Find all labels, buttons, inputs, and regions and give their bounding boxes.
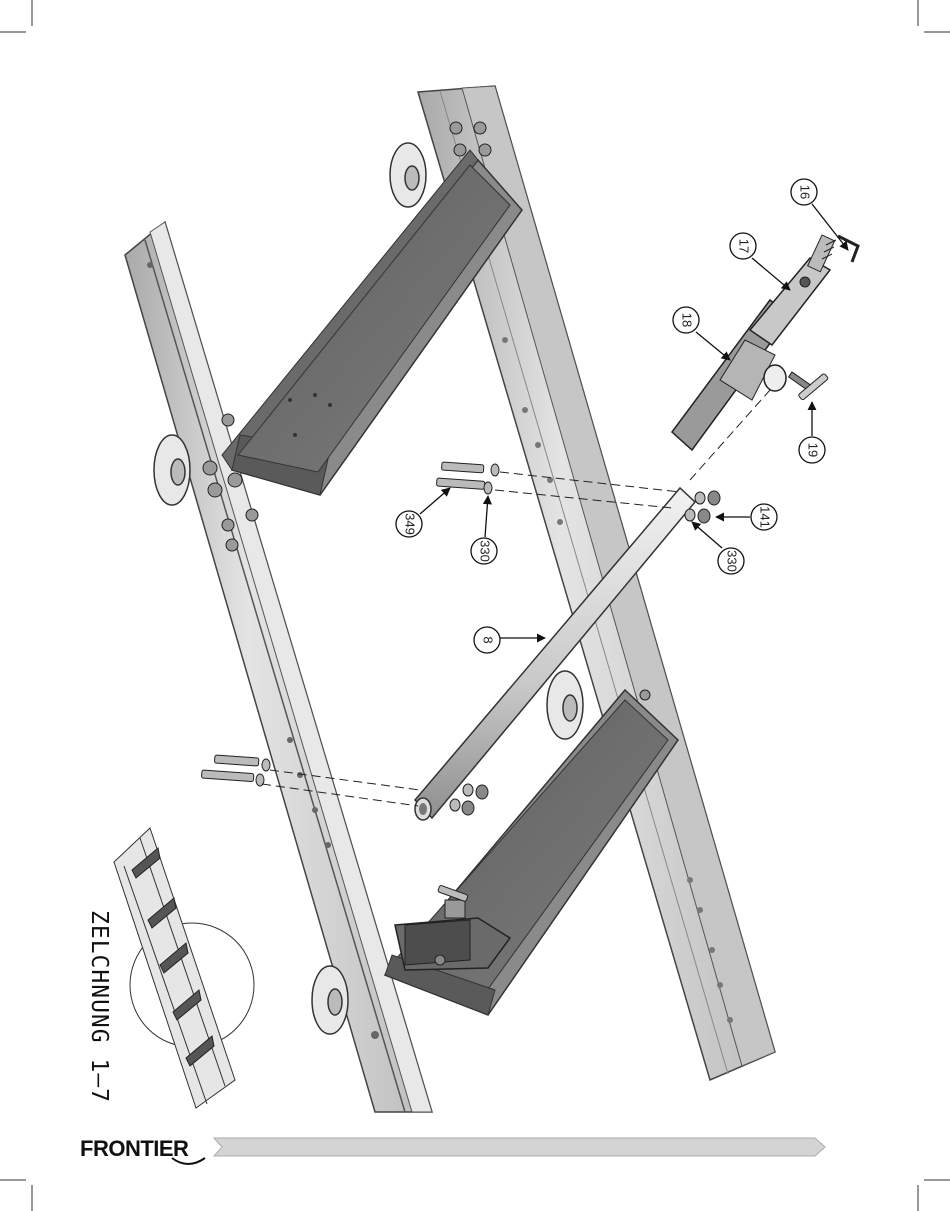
callout-17: 17 (730, 233, 790, 290)
callout-label-17: 17 (737, 239, 752, 253)
callout-330-left: 330 (471, 496, 497, 564)
overview-thumbnail (114, 828, 254, 1108)
callout-label-349: 349 (403, 513, 418, 535)
callout-8: 8 (474, 627, 545, 653)
callout-330-right: 330 (692, 522, 744, 574)
callout-label-8: 8 (481, 636, 496, 643)
clamp-assembly-upper (672, 235, 858, 450)
callout-label-18: 18 (680, 313, 695, 327)
callout-141: 141 (716, 504, 777, 530)
upper-step (222, 150, 522, 495)
callout-349: 349 (396, 488, 450, 537)
callout-label-330-left: 330 (478, 540, 493, 562)
callout-label-16: 16 (798, 185, 813, 199)
callout-label-19: 19 (806, 443, 821, 457)
callout-label-141: 141 (758, 506, 773, 528)
callout-label-330-right: 330 (725, 550, 740, 572)
callout-18: 18 (673, 307, 730, 360)
drawing-title: ZELCHNUNG 1–7 (86, 910, 112, 1103)
callout-19: 19 (799, 402, 825, 463)
footer: FRONTIER (80, 1136, 825, 1164)
brand-logo: FRONTIER (80, 1136, 189, 1161)
footer-arrow-bar (214, 1138, 825, 1156)
